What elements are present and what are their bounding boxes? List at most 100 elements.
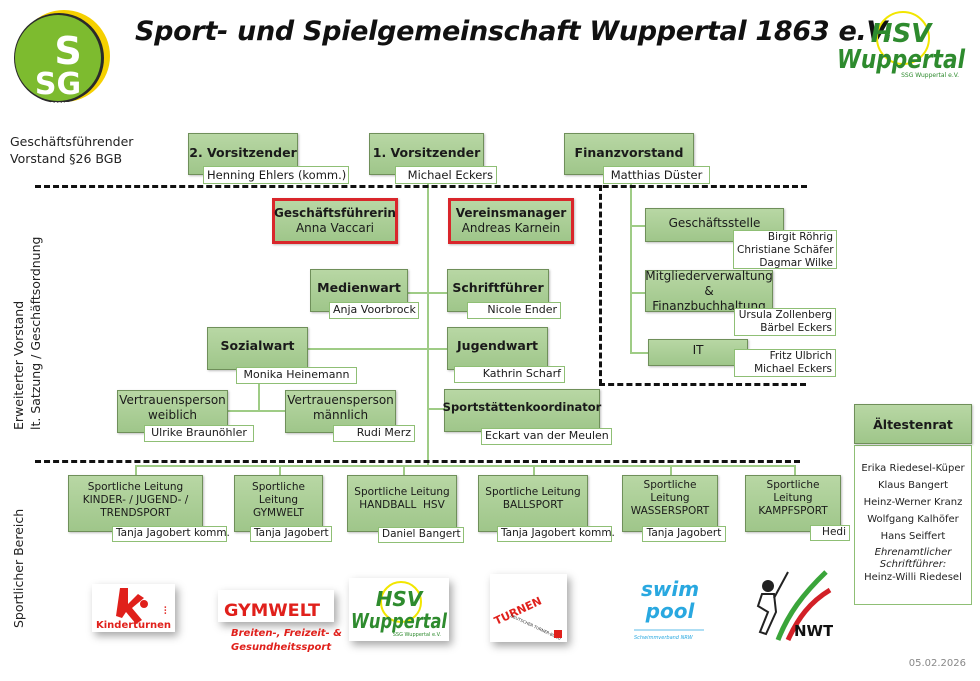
person-name: Michael Eckers xyxy=(754,363,832,375)
council-panel xyxy=(854,445,972,605)
sports-label: Sportliche Leitung xyxy=(354,485,450,498)
name-ulrike-braunoehler: Ulrike Braunöhler xyxy=(144,425,254,442)
role-box-vereinsmanager: Vereinsmanager Andreas Karnein xyxy=(448,198,574,244)
connector-finance-it xyxy=(630,352,648,354)
council-secretary-label: Ehrenamtlicher xyxy=(874,547,952,558)
sports-label: KINDER- / JUGEND- / xyxy=(82,494,189,506)
person-name: Birgit Röhrig xyxy=(767,231,833,243)
divider-finance-bottom xyxy=(599,383,806,386)
name-matthias-duester: Matthias Düster xyxy=(603,166,710,184)
turnen-text: TURNEN xyxy=(492,594,544,627)
hsv-logo-sub: SSG Wuppertal e.V. xyxy=(901,72,959,79)
name-sports-handball: Daniel Bangert xyxy=(378,527,464,543)
role-label: Vereinsmanager xyxy=(455,206,567,220)
role-label: Vertrauensperson xyxy=(119,392,226,407)
council-secretary-label: Schriftführer: xyxy=(879,559,947,570)
council-member: Hans Seiffert xyxy=(880,531,946,542)
divider-executive xyxy=(35,185,807,188)
sports-box-wassersport: Sportliche Leitung WASSERSPORT xyxy=(622,475,718,532)
ssg-logo-city: WUPPERTAL xyxy=(41,102,76,108)
person-name: Bärbel Eckers xyxy=(760,322,832,334)
hsv-logo-line1: HSV xyxy=(871,19,933,49)
sports-box-gymwelt: Sportliche Leitung GYMWELT xyxy=(234,475,323,532)
person-name: Christiane Schäfer xyxy=(737,244,834,256)
divider-finance-left xyxy=(599,185,602,385)
role-label: männlich xyxy=(312,407,369,422)
connector-medien-schrift xyxy=(408,292,448,294)
role-label: Jugendwart xyxy=(457,338,538,353)
role-label: 2. Vorsitzender xyxy=(189,145,297,160)
connector-sozial-jugend xyxy=(308,348,448,350)
section-label-executive: Geschäftsführender Vorstand §26 BGB xyxy=(10,134,134,166)
unit-box-it: IT xyxy=(648,339,748,366)
council-secretary-name: Heinz-Willi Riedesel xyxy=(864,572,962,583)
gymwelt-caption: Breiten-, Freizeit- & Gesundheitssport xyxy=(231,627,342,655)
nwtu-text: NWTU xyxy=(794,622,833,640)
role-box-sozialwart: Sozialwart xyxy=(207,327,308,370)
unit-box-geschaeftsstelle: Geschäftsstelle xyxy=(645,208,784,242)
connector-sports-6 xyxy=(794,465,796,476)
kinderturnen-logo: Kinderturnen ⫶ xyxy=(92,584,175,632)
section-label-extended-1: Erweiterter Vorstand xyxy=(11,300,26,430)
name-michael-eckers: Michael Eckers xyxy=(395,166,497,184)
sports-label: GYMWELT xyxy=(253,507,304,519)
connector-finance-mv xyxy=(630,292,645,294)
connector-sports-5 xyxy=(670,465,672,476)
person-name: Dagmar Wilke xyxy=(759,257,833,269)
hsv-small-sub: SSG Wuppertal e.V. xyxy=(393,632,442,638)
name-anja-voorbrock: Anja Voorbrock xyxy=(329,302,419,319)
name-nicole-ender: Nicole Ender xyxy=(467,302,561,319)
hsv-small-line1: HSV xyxy=(376,587,424,611)
council-member: Wolfgang Kalhöfer xyxy=(867,514,959,525)
person-name: Fritz Ulbrich xyxy=(769,350,832,362)
sports-label: TRENDSPORT xyxy=(100,507,171,519)
role-label: Vertrauensperson xyxy=(287,392,394,407)
hsv-wuppertal-logo: HSV Wuppertal SSG Wuppertal e.V. xyxy=(835,8,970,80)
connector-sports-2 xyxy=(279,465,281,476)
name-henning-ehlers: Henning Ehlers (komm.) xyxy=(203,166,349,184)
sports-label: WASSERSPORT xyxy=(630,505,710,517)
unit-label: Mitgliederverwaltung xyxy=(645,268,773,283)
role-label: Sportstättenkoordinator xyxy=(442,400,602,414)
council-member: Klaus Bangert xyxy=(877,480,949,491)
name-sports-ballsport: Tanja Jagobert komm. xyxy=(497,526,615,542)
name-sports-kampfsport: Hedi xyxy=(810,525,850,541)
connector-sozial-down xyxy=(258,382,260,410)
name-rudi-merz: Rudi Merz xyxy=(333,425,415,442)
divider-sports xyxy=(35,460,800,463)
role-label: Geschäftsführerin xyxy=(274,206,396,220)
role-label: weiblich xyxy=(147,407,198,422)
council-member: Heinz-Werner Kranz xyxy=(863,497,963,508)
connector-vertrauen xyxy=(228,410,286,412)
names-mitgliederverwaltung: Ursula Zollenberg Bärbel Eckers xyxy=(734,308,836,336)
sports-box-handball: Sportliche Leitung HANDBALL HSV xyxy=(347,475,457,532)
council-members: Erika Riedesel-Küper Klaus Bangert Heinz… xyxy=(854,460,972,584)
swim-text: swim xyxy=(641,577,699,601)
sports-box-kampfsport: Sportliche Leitung KAMPFSPORT xyxy=(745,475,841,532)
person-name: Anna Vaccari xyxy=(295,221,375,235)
sports-box-ballsport: Sportliche Leitung BALLSPORT xyxy=(478,475,588,532)
role-label: Sozialwart xyxy=(220,338,295,353)
sports-box-kinder: Sportliche Leitung KINDER- / JUGEND- / T… xyxy=(68,475,203,532)
hsv-logo-line2: Wuppertal xyxy=(837,45,966,75)
hsv-small-line2: Wuppertal xyxy=(351,609,448,633)
role-box-sportstaettenkoordinator: Sportstättenkoordinator xyxy=(442,389,602,432)
connector-sports-3 xyxy=(403,465,405,476)
council-title-box: Ältestenrat xyxy=(854,404,972,444)
sports-label: Leitung xyxy=(258,494,299,506)
name-kathrin-scharf: Kathrin Scharf xyxy=(454,366,565,383)
unit-box-mitgliederverwaltung: Mitgliederverwaltung & Finanzbuchhaltung xyxy=(645,268,773,313)
connector-sportstaetten xyxy=(428,408,445,410)
role-box-schriftfuehrer: Schriftführer xyxy=(447,269,549,312)
role-label: Schriftführer xyxy=(452,280,544,295)
hsv-wuppertal-federation-logo: HSV Wuppertal SSG Wuppertal e.V. xyxy=(349,578,449,641)
role-box-jugendwart: Jugendwart xyxy=(447,327,548,370)
role-box-geschaeftsfuehrerin: Geschäftsführerin Anna Vaccari xyxy=(272,198,398,244)
sports-label: Sportliche Leitung xyxy=(87,481,184,493)
role-label: 1. Vorsitzender xyxy=(372,145,481,160)
connector-main-trunk xyxy=(427,183,429,466)
gymwelt-caption-line: Gesundheitssport xyxy=(231,642,332,653)
sports-label: KAMPFSPORT xyxy=(758,505,828,517)
name-monika-heinemann: Monika Heinemann xyxy=(236,367,357,384)
connector-sports-bar xyxy=(135,465,795,467)
